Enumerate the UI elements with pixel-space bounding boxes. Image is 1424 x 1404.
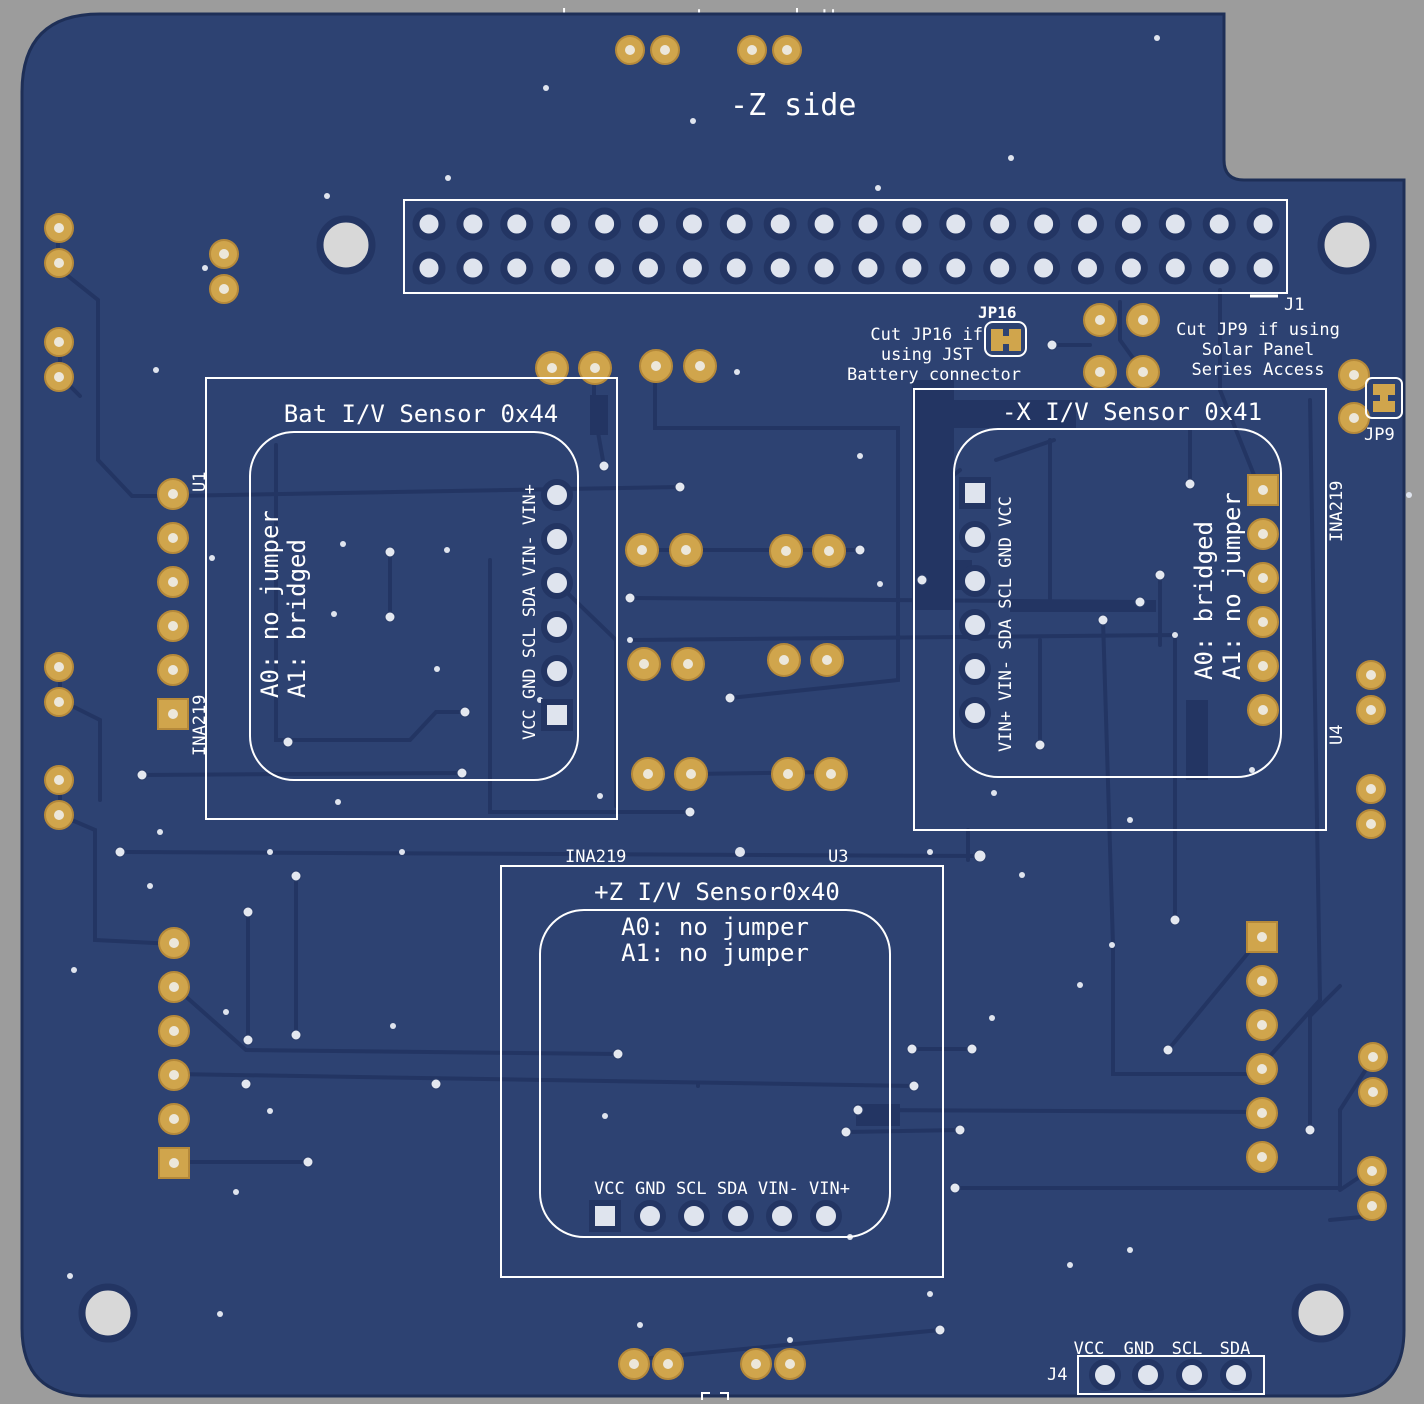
jp9-note-2: Solar Panel	[1202, 340, 1315, 360]
jp9-note-3: Series Access	[1191, 360, 1324, 380]
j1-pin	[544, 251, 578, 285]
sensor-z-jumper-1: A0: no jumper	[621, 913, 809, 941]
side-label: -Z side	[730, 88, 856, 123]
trace-vias	[114, 339, 1316, 1336]
j1-pin	[588, 251, 622, 285]
sensor-z-title: +Z I/V Sensor0x40	[594, 878, 840, 906]
sensor-z: +Z I/V Sensor0x40 INA219 U3 A0: no jumpe…	[500, 847, 944, 1278]
jumper-jp16: JP16 Cut JP16 if using JST Battery conne…	[847, 303, 1027, 385]
j1-pin	[983, 207, 1017, 241]
sensor-x-part: INA219	[1327, 481, 1347, 542]
sensor-x-pins: VIN+ VIN- SDA SCL GND VCC	[996, 496, 1016, 752]
copper-traces	[56, 228, 1374, 1362]
sensor-bat-jumper-1: A0: no jumper	[256, 510, 284, 698]
vias	[67, 35, 1412, 1343]
jp16-note-3: Battery connector	[847, 365, 1021, 385]
j1-pin	[456, 207, 490, 241]
j1-pin	[412, 251, 446, 285]
j1-pin	[763, 207, 797, 241]
j1-pin	[1246, 251, 1280, 285]
j1-pin	[939, 251, 973, 285]
sensor-bat-title: Bat I/V Sensor 0x44	[284, 400, 559, 428]
j1-pin	[1071, 251, 1104, 285]
j1-ref: J1	[1284, 295, 1304, 315]
j1-pin	[719, 207, 753, 241]
j1-pin	[763, 251, 797, 285]
jp16-note-2: using JST	[881, 345, 973, 365]
j1-pin	[412, 207, 446, 241]
sensor-x-title: -X I/V Sensor 0x41	[1002, 398, 1262, 426]
j1-pin	[1246, 207, 1280, 241]
sensor-x-ref: U4	[1327, 725, 1347, 745]
jp16-ref: JP16	[978, 303, 1017, 322]
j4-pin-vcc: VCC	[1074, 1339, 1105, 1359]
j1-pin	[1027, 207, 1061, 241]
j1-pin	[675, 207, 709, 241]
j1-pin	[807, 207, 841, 241]
j1-pin	[632, 207, 665, 241]
j1-pin	[1202, 251, 1236, 285]
sensor-z-pins: VCC GND SCL SDA VIN- VIN+	[594, 1179, 850, 1199]
connector-j4: J4 VCC GND SCL SDA	[1047, 1339, 1265, 1395]
header-j1: J1	[403, 199, 1304, 315]
sensor-z-part: INA219	[565, 847, 626, 867]
bottom-marker	[701, 1392, 729, 1400]
j1-pin	[851, 207, 885, 241]
j1-pin	[588, 207, 622, 241]
j1-pin	[719, 251, 753, 285]
j1-pin	[500, 251, 534, 285]
j1-pin	[1114, 207, 1148, 241]
j1-pin	[1158, 251, 1192, 285]
mounting-holes	[78, 215, 1377, 1343]
j1-pin	[939, 207, 973, 241]
j1-pin	[632, 251, 665, 285]
j1-pin	[1158, 207, 1192, 241]
jp9-note-1: Cut JP9 if using	[1176, 320, 1340, 340]
j1-pin	[983, 251, 1017, 285]
j1-pin	[895, 251, 929, 285]
j1-pin	[1202, 207, 1236, 241]
j4-pin-gnd: GND	[1124, 1339, 1155, 1359]
j1-pin	[544, 207, 578, 241]
j4-pin-sda: SDA	[1220, 1339, 1251, 1359]
j4-pin-scl: SCL	[1172, 1339, 1203, 1359]
jumper-jp9: JP9 Cut JP9 if using Solar Panel Series …	[1176, 320, 1403, 445]
sensor-bat-jumper-2: A1: bridged	[283, 539, 311, 698]
j1-pin	[1114, 251, 1148, 285]
sensor-x: -X I/V Sensor 0x41 U4 INA219 A0: bridged…	[913, 388, 1347, 831]
pad-drill-holes	[54, 45, 1378, 1369]
sensor-bat-ref: U1	[190, 472, 210, 492]
sensor-z-jumper-2: A1: no jumper	[621, 939, 809, 967]
sensor-x-jumper-2: A1: no jumper	[1218, 492, 1246, 680]
j1-pin	[851, 251, 885, 285]
j1-pin	[1027, 251, 1061, 285]
j1-pin	[1071, 207, 1104, 241]
jp9-ref: JP9	[1364, 425, 1395, 445]
sensor-bat: Bat I/V Sensor 0x44 U1 INA219 A0: no jum…	[190, 377, 618, 820]
j1-pin	[675, 251, 709, 285]
sensor-x-jumper-1: A0: bridged	[1190, 521, 1218, 680]
jp16-note-1: Cut JP16 if	[870, 325, 983, 345]
j1-pin	[895, 207, 929, 241]
j1-pin	[500, 207, 534, 241]
j1-pin	[456, 251, 490, 285]
sensor-bat-pins: VCC GND SCL SDA VIN- VIN+	[520, 484, 540, 740]
j1-pin	[807, 251, 841, 285]
j4-ref: J4	[1047, 1365, 1067, 1385]
sensor-z-ref: U3	[828, 847, 848, 867]
sensor-bat-part: INA219	[190, 695, 210, 756]
